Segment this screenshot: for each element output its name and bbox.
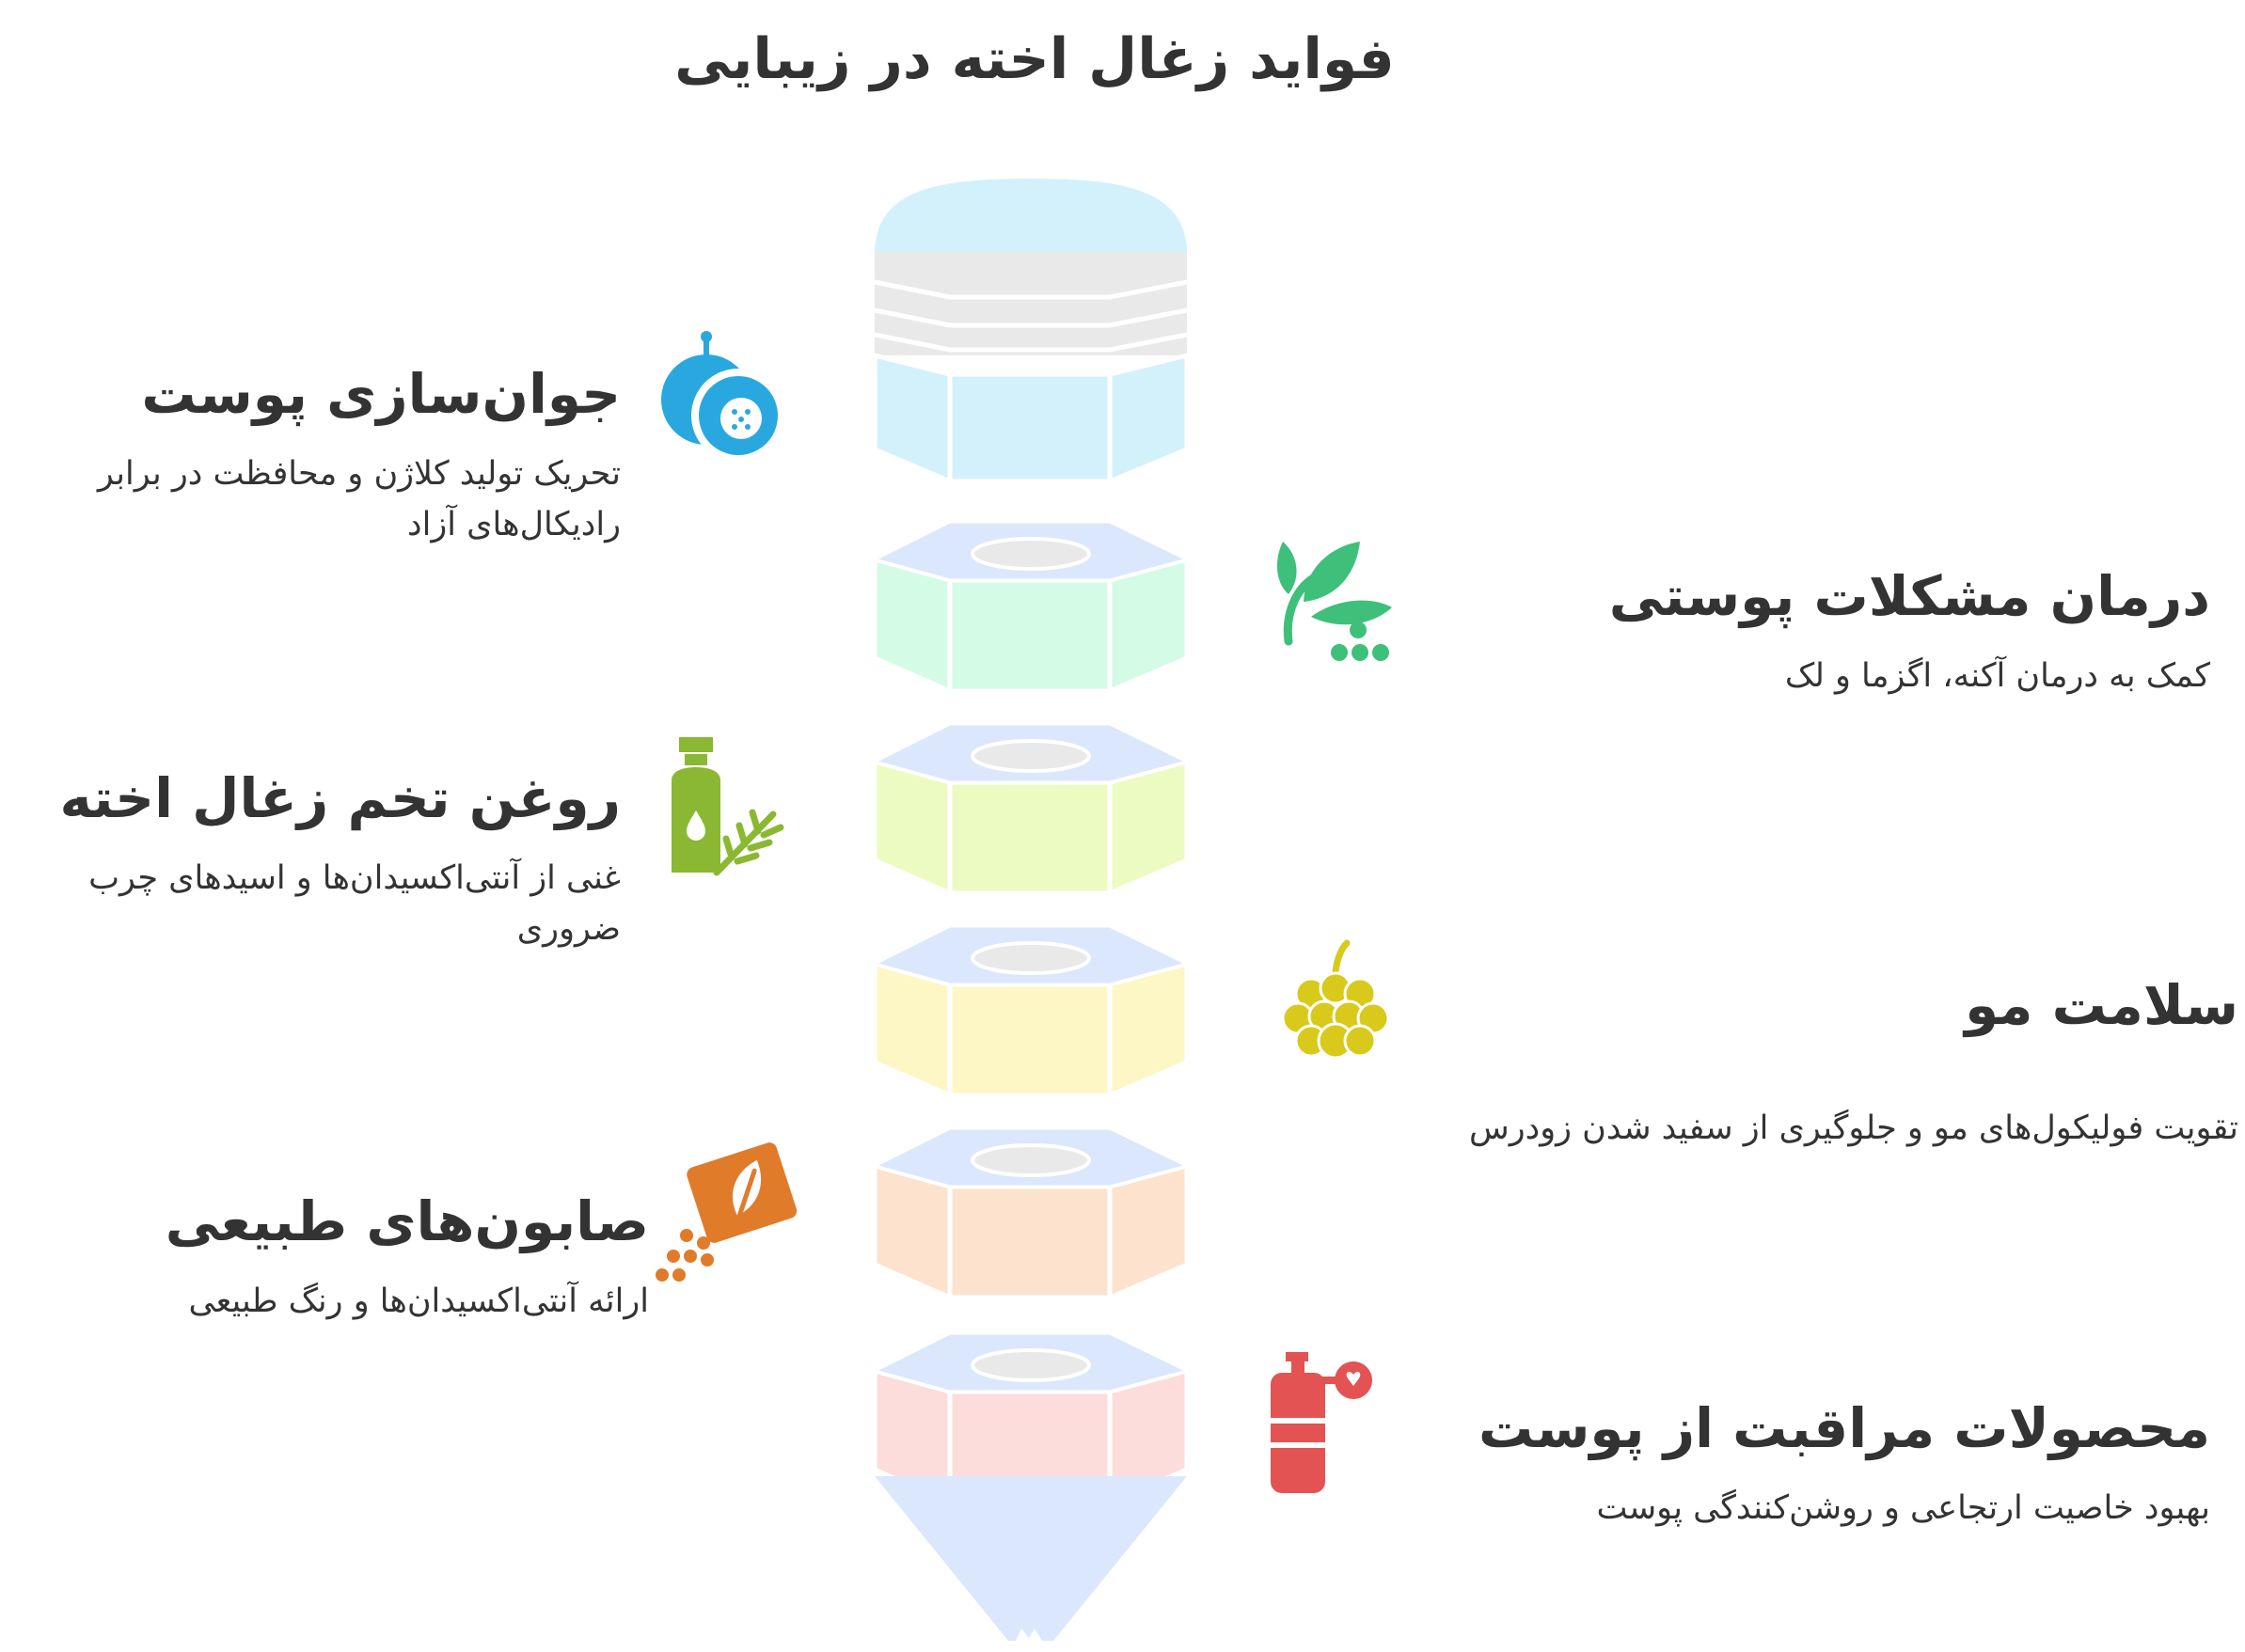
item-hair-health: سلامت مو تقویت فولیکول‌های مو و جلوگیری …: [1439, 973, 2238, 1154]
item-description: تقویت فولیکول‌های مو و جلوگیری از سفید ش…: [1468, 1109, 2238, 1147]
item-title: محصولات مراقبت از پوست: [1478, 1396, 2210, 1460]
item-natural-soaps: صابون‌های طبیعی ارائه آنتی‌اکسیدان‌ها و …: [38, 1189, 649, 1327]
segment-2-hole: [971, 739, 1091, 773]
top-band-line-3: [874, 332, 1188, 353]
item-description: بهبود خاصیت ارتجاعی و روشن‌کنندگی پوست: [1596, 1489, 2210, 1527]
cone-tip: [1016, 1628, 1042, 1641]
item-title: درمان مشکلات پوستی: [1608, 564, 2210, 628]
skin-rejuvenation-icon: [661, 331, 785, 463]
item-description: کمک به درمان آکنه، اگزما و لک: [1784, 657, 2210, 695]
natural-soap-icon: [656, 1142, 798, 1282]
item-description: تحریک تولید کلاژن و محافظت در برابر رادی…: [97, 455, 621, 544]
item-skincare-products: محصولات مراقبت از پوست بهبود خاصیت ارتجا…: [1439, 1396, 2210, 1534]
top-body: [872, 352, 1190, 484]
segment-5-hole: [971, 1348, 1091, 1382]
leaf-berries-icon: [1276, 542, 1392, 661]
item-description: غنی از آنتی‌اکسیدان‌ها و اسیدهای چرب ضرو…: [88, 859, 621, 949]
top-band: [875, 252, 1187, 355]
berry-cluster-icon: [1281, 939, 1390, 1060]
item-skin-problems: درمان مشکلات پوستی کمک به درمان آکنه، اگ…: [1439, 564, 2210, 701]
item-title: صابون‌های طبیعی: [165, 1189, 649, 1253]
segment-3-hole: [971, 941, 1091, 975]
item-title: جوان‌سازی پوست: [141, 362, 621, 426]
segment-4-hole: [971, 1143, 1091, 1177]
top-dome: [875, 179, 1187, 254]
segment-1-hole: [971, 537, 1091, 571]
item-title: روغن تخم زغال اخته: [59, 766, 621, 830]
top-band-line-2: [874, 307, 1188, 328]
bottom-cone: [875, 1476, 1187, 1641]
spray-bottle-icon: [1271, 1352, 1372, 1493]
item-title: سلامت مو: [1965, 973, 2238, 1037]
stacked-segments: [870, 179, 1192, 1641]
item-seed-oil: روغن تخم زغال اخته غنی از آنتی‌اکسیدان‌ه…: [38, 766, 621, 955]
page-title: فواید زغال اخته در زیبایی: [674, 26, 1395, 92]
oil-bottle-icon: [672, 737, 784, 876]
item-skin-rejuvenation: جوان‌سازی پوست تحریک تولید کلاژن و محافظ…: [38, 362, 621, 551]
top-band-line-1: [874, 279, 1188, 300]
item-description: ارائه آنتی‌اکسیدان‌ها و رنگ طبیعی: [188, 1282, 649, 1320]
